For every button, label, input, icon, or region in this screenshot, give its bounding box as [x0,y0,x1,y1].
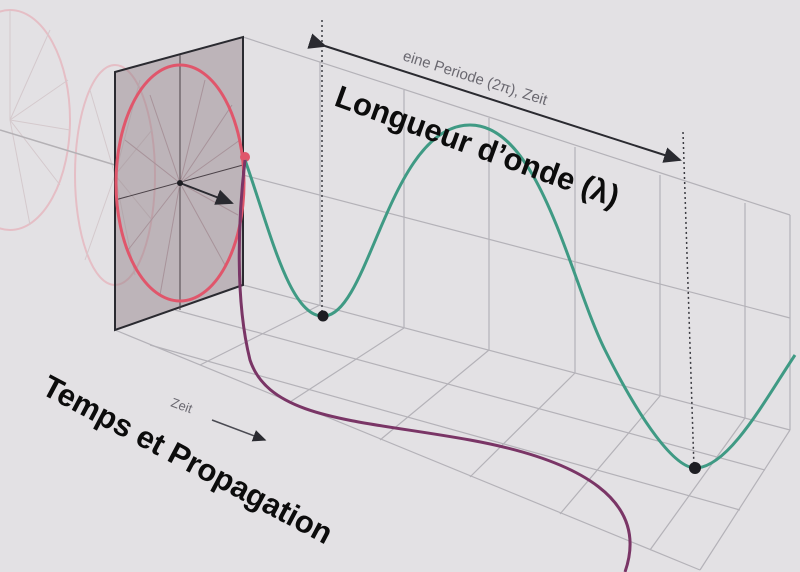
zeit-axis-label: Zeit [169,395,195,417]
trough-dot-start [317,310,329,322]
period-double-arrow [307,33,682,163]
phasor-center-dot [177,180,183,186]
phasor-arrow [179,182,234,205]
period-end-marker [682,131,695,469]
phasor-tip-dot [240,152,250,162]
zeit-axis-arrow [211,419,267,442]
trough-dot-end [689,462,701,474]
propagation-curve [237,159,632,572]
